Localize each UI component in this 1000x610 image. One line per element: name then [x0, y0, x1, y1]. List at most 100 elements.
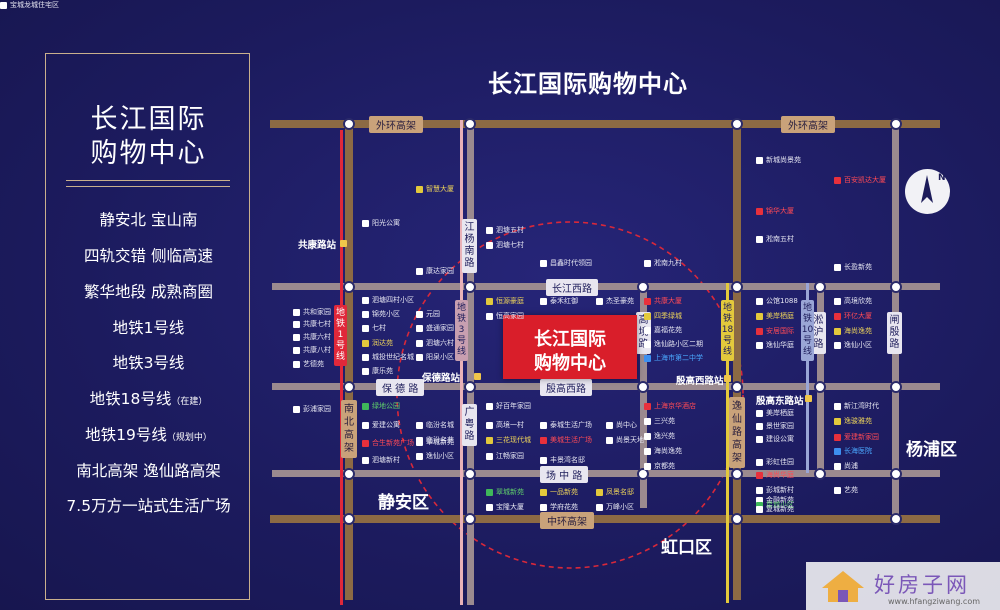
jiangyang-south-label: 江杨南路: [462, 219, 477, 273]
road-node: [343, 118, 355, 130]
poi-item: 康达家园: [416, 266, 454, 276]
poi-label: 凤景名邸: [606, 488, 634, 496]
building-icon: [540, 297, 547, 305]
poi-label: 泰禾红御: [550, 297, 578, 305]
map-title: 长江国际购物中心: [488, 70, 688, 98]
poi-item: 公馆1088: [756, 296, 798, 306]
poi-item: 江畅家园: [486, 451, 524, 461]
poi-label: 盛通家园: [426, 324, 454, 332]
poi-item: 康乐苑: [362, 366, 393, 376]
chang-zhong-road: [272, 470, 940, 477]
songhu-label: 淞沪路: [811, 312, 826, 354]
poi-item: 泗塘五村: [486, 225, 524, 235]
feature-item: 地铁1号线: [112, 319, 185, 337]
road-node: [814, 381, 826, 393]
building-icon: [756, 297, 763, 305]
poi-item: 昌鑫时代领园: [540, 258, 592, 268]
road-node: [731, 281, 743, 293]
building-icon: [756, 471, 763, 479]
poi-item: 智慧大厦: [416, 184, 454, 194]
poi-label: 海尚逸苑: [654, 447, 682, 455]
building-icon: [362, 456, 369, 464]
poi-item: 尚中心: [606, 420, 637, 430]
building-icon: [834, 462, 841, 470]
watermark-url: www.hfangziwang.com: [888, 597, 981, 606]
poi-label: 康乐苑: [372, 367, 393, 375]
poi-label: 新江湾时代: [844, 402, 879, 410]
road-node: [637, 468, 649, 480]
district-hongkou: 虹口区: [661, 538, 712, 558]
center-label-line-1: 长江国际: [534, 329, 606, 350]
building-icon: [756, 458, 763, 466]
building-icon: [756, 501, 763, 509]
house-logo-icon: [822, 571, 864, 602]
road-node: [464, 281, 476, 293]
shopping-center-marker: 长江国际 购物中心: [503, 315, 637, 379]
road-node: [890, 281, 902, 293]
poi-label: 建设公寓: [766, 435, 794, 443]
poi-label: 海尚逸苑: [844, 327, 872, 335]
poi-label: 学府花苑: [550, 503, 578, 511]
poi-item: 艺苑: [834, 485, 858, 495]
poi-label: 泗塘五村: [496, 226, 524, 234]
poi-item: 恒源豪庭: [486, 296, 524, 306]
poi-item: 复城新苑: [756, 504, 794, 514]
poi-label: 合生新苑广场: [372, 439, 414, 447]
poi-label: 淞南九村: [654, 259, 682, 267]
feature-item: 地铁18号线（在建）: [89, 390, 208, 408]
station-baode: 保德路站: [422, 373, 461, 384]
poi-label: 阳光公寓: [372, 219, 400, 227]
building-icon: [540, 436, 547, 444]
building-icon: [756, 312, 763, 320]
building-icon: [486, 312, 493, 320]
building-icon: [644, 462, 651, 470]
poi-label: 翠城新苑: [496, 488, 524, 496]
poi-label: 星城小区: [766, 501, 794, 509]
poi-item: 润达苑: [362, 338, 393, 348]
poi-item: 泗塘四村小区: [362, 295, 414, 305]
changjiang-west-label: 长江西路: [546, 279, 598, 296]
poi-label: 彭浦家园: [303, 405, 331, 413]
poi-label: 恒高家园: [496, 312, 524, 320]
poi-label: 丰景湾名邸: [550, 456, 585, 464]
poi-label: 公馆1088: [766, 297, 798, 305]
road-node: [464, 468, 476, 480]
poi-label: 江畅家园: [496, 452, 524, 460]
poi-label: 上海市第二中学: [654, 354, 703, 362]
info-panel: 长江国际 购物中心 静安北 宝山南 四轨交错 侧临高速 繁华地段 成熟商圈 地铁…: [45, 53, 250, 600]
poi-item: 彩虹佳园: [756, 457, 794, 467]
nanbei-expressway: [345, 120, 353, 600]
metro-line-18: [726, 283, 729, 603]
poi-item: 淞南五村: [756, 234, 794, 244]
metro-line-1-label: 地铁1号线: [334, 305, 347, 366]
poi-item: 逸仙小区: [834, 340, 872, 350]
poi-label: 逸仙小区: [844, 341, 872, 349]
building-icon: [293, 405, 300, 413]
poi-label: 好百年家园: [496, 402, 531, 410]
road-node: [890, 118, 902, 130]
poi-item: 临汾名城: [416, 420, 454, 430]
poi-label: 海尚华庭: [766, 471, 794, 479]
district-jingan: 静安区: [378, 493, 429, 513]
road-node: [890, 468, 902, 480]
nanbei-label: 南北高架: [341, 400, 357, 458]
poi-item: 万峰小区: [596, 502, 634, 512]
poi-item: 泰禾红御: [540, 296, 578, 306]
road-node: [343, 513, 355, 525]
poi-item: 盛通家园: [416, 323, 454, 333]
building-icon: [596, 297, 603, 305]
poi-label: 共康大厦: [654, 297, 682, 305]
building-icon: [362, 324, 369, 332]
watermark-text: 好房子网: [874, 573, 970, 597]
poi-label: 京都苑: [654, 462, 675, 470]
watermark: 好房子网 www.hfangziwang.com: [806, 562, 1000, 610]
feature-item: 繁华地段 成熟商圈: [84, 283, 213, 301]
building-icon: [486, 402, 493, 410]
building-icon: [540, 456, 547, 464]
feature-item: 四轨交错 侧临高速: [84, 247, 213, 265]
poi-label: 恒源豪庭: [496, 297, 524, 305]
baode-label: 保 德 路: [376, 379, 425, 396]
poi-label: 美岸栖庭: [766, 312, 794, 320]
poi-label: 泗塘七村: [496, 241, 524, 249]
